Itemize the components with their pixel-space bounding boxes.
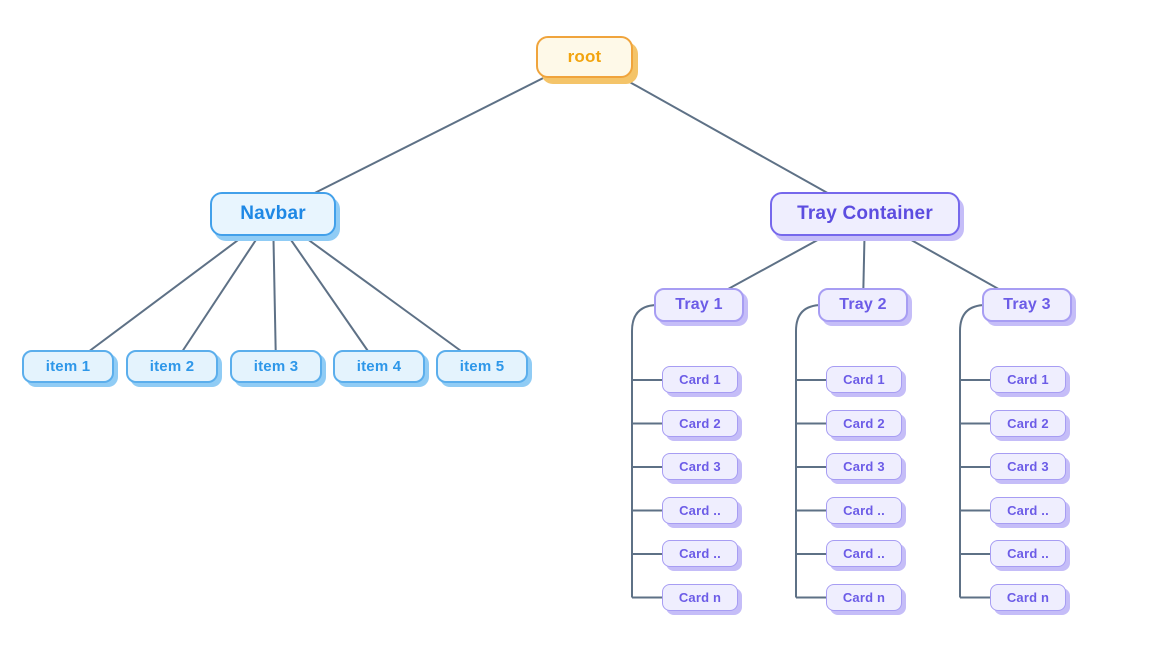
card-node-label: Card 1 xyxy=(843,372,885,387)
card-node-label: Card 3 xyxy=(1007,459,1049,474)
tray1-card-2[interactable]: Card 2 xyxy=(662,410,738,437)
tray-node-label: Tray 2 xyxy=(839,296,887,313)
tray-node-label: Tray 1 xyxy=(675,296,723,313)
navbar-item-label: item 5 xyxy=(459,358,505,375)
navbar-item-label: item 2 xyxy=(149,358,195,375)
card-node-label: Card 1 xyxy=(679,372,721,387)
tray-container-node-label: Tray Container xyxy=(797,203,933,224)
tray2-card-4[interactable]: Card .. xyxy=(826,497,902,524)
tray2-card-1[interactable]: Card 1 xyxy=(826,366,902,393)
root-node[interactable]: root xyxy=(536,36,633,78)
tray3-card-5[interactable]: Card .. xyxy=(990,540,1066,567)
tray-node-3[interactable]: Tray 3 xyxy=(982,288,1072,322)
navbar-item-4[interactable]: item 4 xyxy=(333,350,425,383)
tray2-card-2[interactable]: Card 2 xyxy=(826,410,902,437)
card-node-label: Card .. xyxy=(679,546,721,561)
edge-navbar-item1 xyxy=(67,213,274,368)
card-node-label: Card n xyxy=(678,590,722,605)
edge-navbar-item5 xyxy=(272,213,484,368)
tray1-card-n[interactable]: Card n xyxy=(662,584,738,611)
navbar-item-label: item 3 xyxy=(253,358,299,375)
tray3-card-3[interactable]: Card 3 xyxy=(990,453,1066,480)
navbar-item-2[interactable]: item 2 xyxy=(126,350,218,383)
card-node-label: Card .. xyxy=(843,503,885,518)
tray-node-1[interactable]: Tray 1 xyxy=(654,288,744,322)
card-node-label: Card .. xyxy=(1007,546,1049,561)
card-node-label: Card n xyxy=(1006,590,1050,605)
edge-root-navbar xyxy=(272,56,586,215)
tray-container-node[interactable]: Tray Container xyxy=(770,192,960,236)
edge-tray2-cards xyxy=(795,304,828,599)
edge-tray3-cards xyxy=(959,304,992,599)
card-node-label: Card .. xyxy=(679,503,721,518)
card-node-label: Card 1 xyxy=(1007,372,1049,387)
root-node-label: root xyxy=(567,47,602,66)
navbar-node-label: Navbar xyxy=(240,203,306,224)
card-node-label: Card 3 xyxy=(679,459,721,474)
navbar-item-label: item 1 xyxy=(45,358,91,375)
tray-node-2[interactable]: Tray 2 xyxy=(818,288,908,322)
navbar-item-1[interactable]: item 1 xyxy=(22,350,114,383)
navbar-item-5[interactable]: item 5 xyxy=(436,350,528,383)
card-node-label: Card 2 xyxy=(843,416,885,431)
edge-tray1-cards xyxy=(631,304,664,599)
navbar-item-label: item 4 xyxy=(356,358,402,375)
card-node-label: Card .. xyxy=(1007,503,1049,518)
tray3-card-1[interactable]: Card 1 xyxy=(990,366,1066,393)
tray1-card-5[interactable]: Card .. xyxy=(662,540,738,567)
edge-navbar-item2 xyxy=(171,213,274,368)
navbar-node[interactable]: Navbar xyxy=(210,192,336,236)
edge-navbar-item3 xyxy=(272,213,277,368)
card-node-label: Card 2 xyxy=(1007,416,1049,431)
tray1-card-1[interactable]: Card 1 xyxy=(662,366,738,393)
edge-root-tray-container xyxy=(584,56,866,215)
tray1-card-3[interactable]: Card 3 xyxy=(662,453,738,480)
tray3-card-4[interactable]: Card .. xyxy=(990,497,1066,524)
tray1-card-4[interactable]: Card .. xyxy=(662,497,738,524)
card-node-label: Card 2 xyxy=(679,416,721,431)
card-node-label: Card 3 xyxy=(843,459,885,474)
tray-node-label: Tray 3 xyxy=(1003,296,1051,313)
edge-navbar-item4 xyxy=(272,213,380,368)
tray2-card-5[interactable]: Card .. xyxy=(826,540,902,567)
tray3-card-2[interactable]: Card 2 xyxy=(990,410,1066,437)
navbar-item-3[interactable]: item 3 xyxy=(230,350,322,383)
card-node-label: Card .. xyxy=(843,546,885,561)
tray2-card-3[interactable]: Card 3 xyxy=(826,453,902,480)
tray2-card-n[interactable]: Card n xyxy=(826,584,902,611)
tray3-card-n[interactable]: Card n xyxy=(990,584,1066,611)
card-node-label: Card n xyxy=(842,590,886,605)
